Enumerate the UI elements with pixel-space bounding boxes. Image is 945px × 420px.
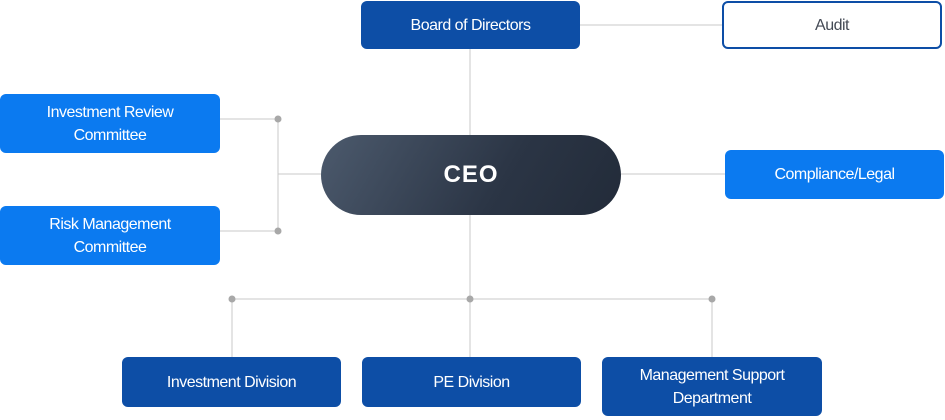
- ceo-label: CEO: [443, 161, 499, 188]
- risk-management-committee-node: Risk Management Committee: [0, 206, 220, 265]
- junction-dot: [228, 295, 236, 303]
- board-of-directors-node: Board of Directors: [361, 1, 580, 49]
- junction-dot: [466, 295, 474, 303]
- investment-division-node: Investment Division: [122, 357, 341, 407]
- pe-division-node: PE Division: [362, 357, 581, 407]
- investment-review-committee-node: Investment Review Committee: [0, 94, 220, 153]
- ceo-node: CEO: [321, 135, 621, 215]
- compliance-legal-node: Compliance/Legal: [725, 150, 944, 199]
- management-support-department-label: Management Support Department: [639, 366, 785, 407]
- management-support-department-node: Management Support Department: [602, 357, 822, 416]
- pe-division-label: PE Division: [433, 373, 510, 391]
- compliance-legal-label: Compliance/Legal: [774, 166, 895, 183]
- junction-dot: [274, 227, 282, 235]
- investment-review-committee-label: Investment Review Committee: [46, 103, 174, 144]
- junction-dot: [708, 295, 716, 303]
- audit-node: Audit: [722, 1, 942, 49]
- audit-label: Audit: [815, 16, 849, 34]
- risk-management-committee-label: Risk Management Committee: [49, 215, 171, 256]
- board-of-directors-label: Board of Directors: [410, 16, 531, 34]
- investment-division-label: Investment Division: [166, 373, 297, 391]
- junction-dot: [274, 115, 282, 123]
